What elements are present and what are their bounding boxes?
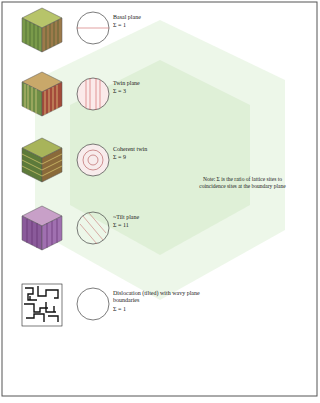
dislocation-pattern bbox=[22, 284, 62, 326]
plane-label: Σ = 11 bbox=[113, 222, 183, 229]
boundary-circle bbox=[77, 288, 109, 320]
figure-frame bbox=[2, 2, 317, 396]
boundary-circle bbox=[77, 12, 109, 44]
crystal-cube bbox=[22, 72, 62, 116]
plane-label: Σ = 9 bbox=[113, 154, 183, 161]
plane-label: Coherent twin bbox=[113, 146, 183, 153]
crystal-cube bbox=[22, 206, 62, 250]
note-text: Note: Σ is the ratio of lattice sites to… bbox=[190, 176, 295, 189]
plane-label: Dislocation (tilted) with wavy plane bou… bbox=[113, 290, 203, 304]
boundary-circle bbox=[77, 78, 109, 110]
plane-label: Σ = 1 bbox=[113, 306, 203, 313]
plane-label: ~Tilt plane bbox=[113, 214, 183, 221]
plane-label: Σ = 3 bbox=[113, 88, 183, 95]
crystal-cube bbox=[22, 8, 62, 52]
crystal-cube bbox=[22, 138, 62, 182]
plane-label: Basal plane bbox=[113, 14, 183, 21]
plane-label: Twin plane bbox=[113, 80, 183, 87]
plane-label: Σ = 1 bbox=[113, 22, 183, 29]
watermark bbox=[70, 60, 250, 255]
boundary-circle bbox=[77, 212, 109, 244]
watermark bbox=[35, 20, 285, 300]
boundary-circle bbox=[77, 144, 109, 176]
